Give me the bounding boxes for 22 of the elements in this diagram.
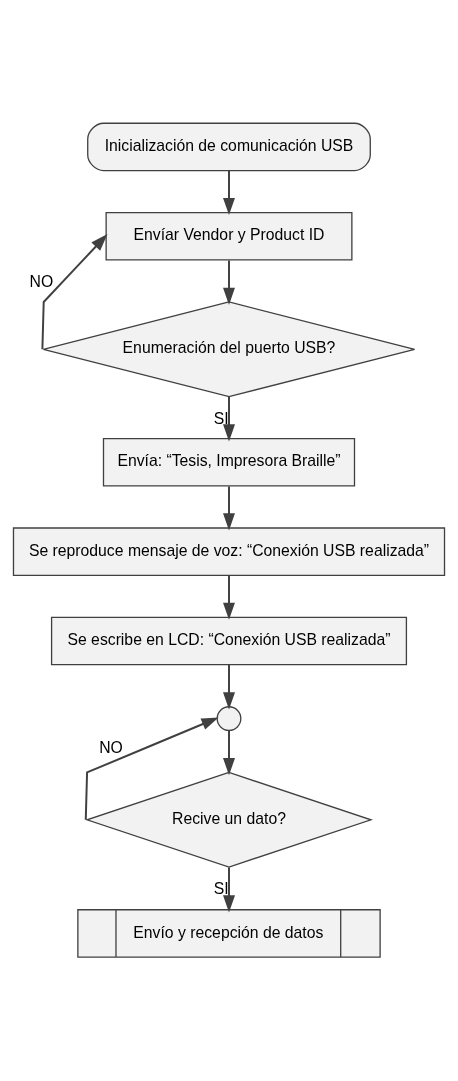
arrow: [223, 574, 235, 620]
arrow: [84, 717, 219, 821]
node-box: Se reproduce mensaje de voz: “Conexión USB realizada”: [12, 527, 446, 576]
edge-label: SI: [213, 409, 229, 427]
node-diamond: Recive un dato?: [85, 771, 373, 868]
arrow: [223, 663, 235, 710]
node-box: Inicialización de comunicación USB: [87, 122, 371, 172]
arrow: [223, 485, 235, 531]
node-box: Se escribe en LCD: “Conexión USB realizada”: [50, 616, 408, 666]
edge-label: NO: [29, 272, 54, 290]
node-circle: [216, 706, 242, 732]
edge-label: NO: [99, 738, 123, 756]
edge-label: SI: [213, 880, 229, 898]
node-diamond: Enumeración del puerto USB?: [42, 301, 416, 398]
arrow: [223, 395, 235, 442]
node-box: Envíar Vendor y Product ID: [105, 211, 353, 261]
arrow: [41, 234, 108, 351]
arrow: [223, 729, 235, 776]
node-box: Envía: “Tesis, Impresora Braille”: [102, 438, 356, 487]
arrow: [223, 259, 235, 305]
arrow: [223, 866, 235, 913]
arrow: [223, 170, 235, 215]
